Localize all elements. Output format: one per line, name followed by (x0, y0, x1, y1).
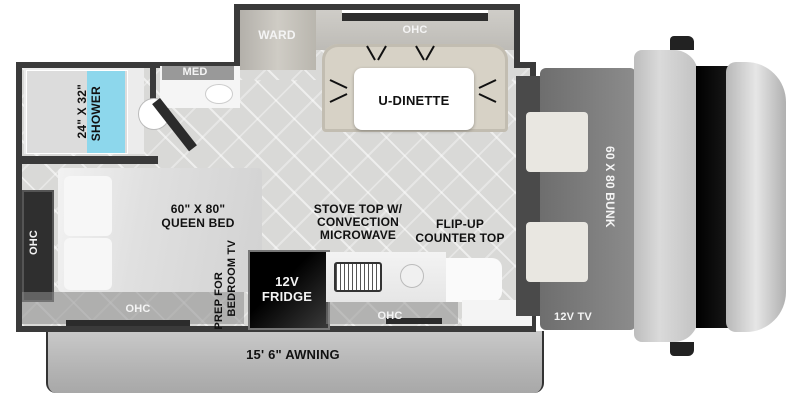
awning-label: 15' 6" AWNING (246, 347, 340, 362)
bunk-label: 60 X 80 BUNK (603, 146, 617, 228)
stove-label-1: STOVE TOP W/ (313, 202, 403, 216)
ohc-top-strip (342, 10, 488, 21)
bunk (540, 68, 636, 330)
ohc-kitchen-strip (386, 318, 442, 324)
ohc-bottom-left-cabinet (22, 292, 244, 324)
seatbelt-marks (329, 45, 497, 103)
ohc-left-cabinet (22, 190, 54, 302)
medicine-cabinet-label: MED (182, 66, 208, 78)
bath-wall-bottom (16, 156, 158, 164)
queen-bed-dim-label: 60" X 80" (170, 202, 226, 216)
bath-sink (205, 84, 233, 104)
prep-tv-label-2: BEDROOM TV (226, 240, 238, 317)
ohc-bottom-left-strip (66, 320, 190, 326)
cab-roof (634, 50, 698, 342)
wardrobe (240, 10, 316, 70)
awning (46, 331, 544, 393)
mirror-right (670, 342, 694, 356)
dinette-label: U-DINETTE (378, 93, 450, 108)
ohc-left-label: OHC (28, 230, 40, 256)
shower-accent (87, 71, 125, 153)
shower-dimensions-label: 24" X 32" (75, 84, 89, 139)
medicine-cabinet-top (162, 66, 234, 80)
ohc-top-label: OHC (402, 24, 428, 36)
bath-wall-vertical (150, 66, 156, 100)
queen-bed-label: QUEEN BED (161, 216, 235, 230)
counter-label-2: COUNTER TOP (415, 231, 505, 245)
pillow-1 (64, 176, 112, 236)
cab-seat-bottom (526, 222, 588, 282)
pillow-2 (64, 238, 112, 290)
dinette-table (354, 68, 474, 130)
ohc-kitchen-label: OHC (377, 310, 403, 322)
shower-label: SHOWER (89, 86, 103, 142)
wardrobe-label: WARD (258, 28, 296, 42)
fridge-label-2: FRIDGE (261, 289, 313, 304)
mirror-left (670, 36, 694, 50)
tv-label: 12V TV (554, 311, 592, 323)
stove-label-2: CONVECTION (316, 215, 399, 229)
counter-label-1: FLIP-UP (435, 217, 485, 231)
stove-label-3: MICROWAVE (319, 228, 397, 242)
fridge-label-1: 12V (275, 274, 299, 289)
kitchen-sink (400, 264, 424, 288)
hood (726, 62, 786, 332)
stove-top (334, 262, 382, 292)
prep-tv-label-1: PREP FOR (213, 272, 225, 330)
cab-seat-top (526, 112, 588, 172)
flip-up-counter (446, 258, 502, 302)
ohc-bottom-left-label: OHC (125, 303, 151, 315)
